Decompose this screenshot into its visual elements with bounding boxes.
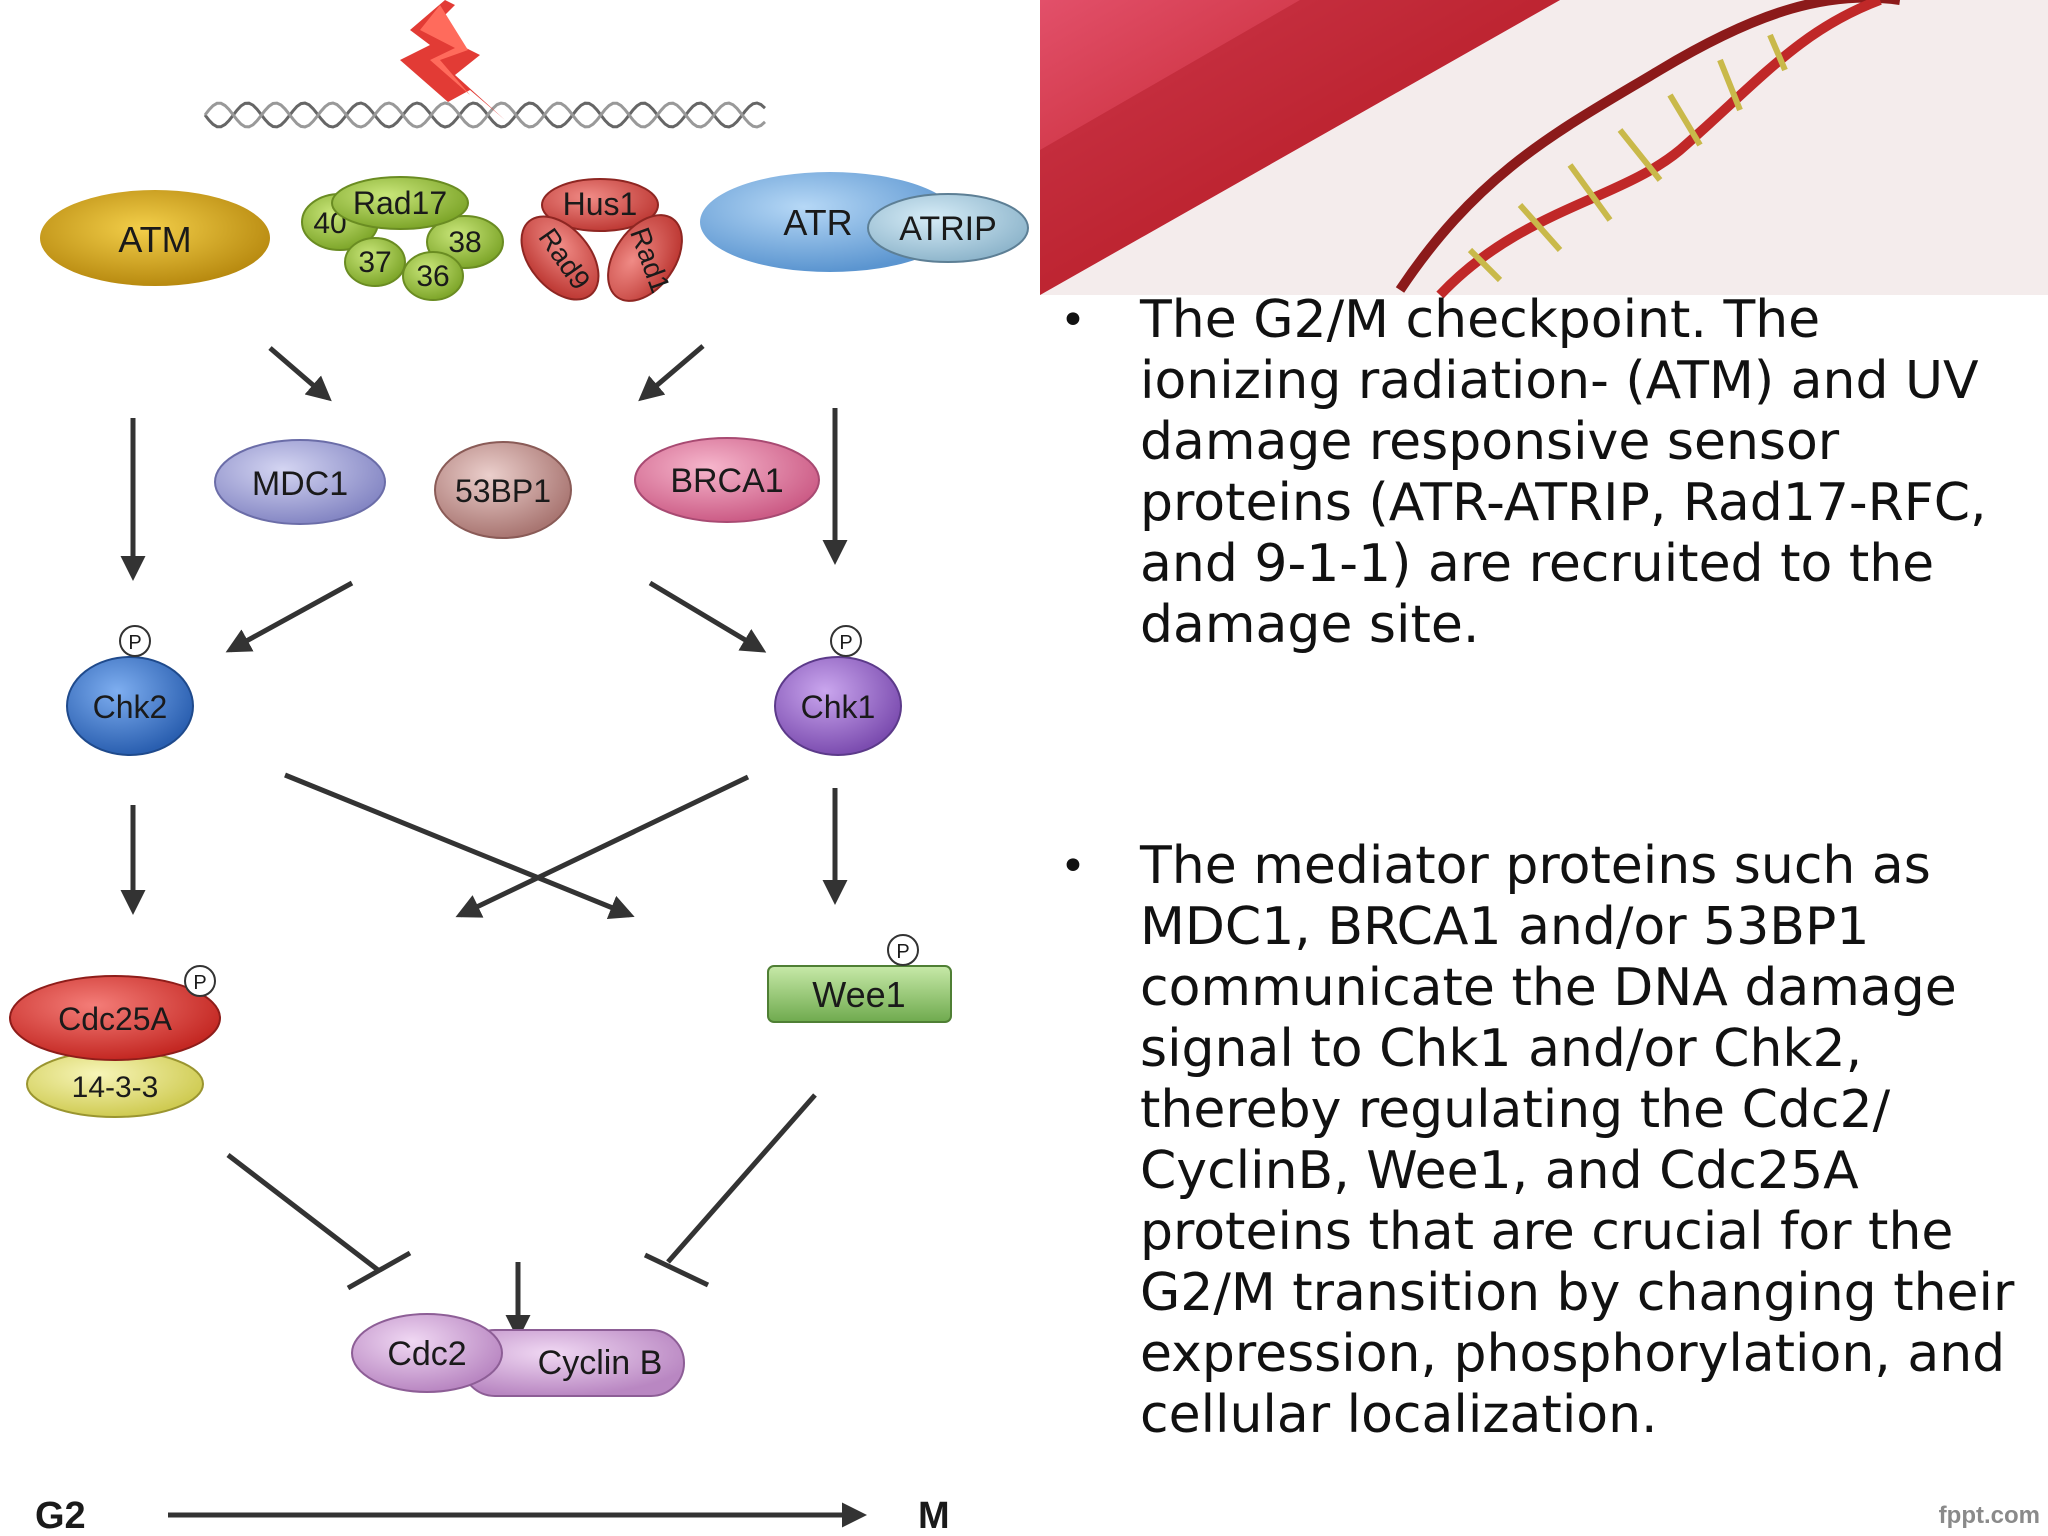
wee1-protein: Wee1 P (767, 934, 952, 1023)
rad17-label: Rad17 (353, 185, 447, 221)
bullet-item: • The mediator proteins such as MDC1, BR… (1060, 836, 2030, 1446)
dna-helix-icon (203, 101, 766, 129)
wee1-label: Wee1 (812, 974, 905, 1015)
phosphate-label: P (839, 632, 852, 654)
hus1-label: Hus1 (563, 186, 638, 222)
14-3-3-label: 14-3-3 (72, 1071, 159, 1104)
53bp1-label: 53BP1 (455, 473, 551, 509)
pathway-arrows (120, 344, 867, 1528)
m-phase-label: M (918, 1495, 950, 1536)
phosphate-label: P (896, 941, 909, 963)
atm-protein: ATM (40, 190, 270, 286)
atr-atrip-complex: ATR ATRIP (700, 172, 1029, 272)
rfc38-label: 38 (448, 226, 481, 259)
chk1-label: Chk1 (801, 689, 876, 725)
53bp1-protein: 53BP1 (434, 441, 572, 539)
mdc1-protein: MDC1 (214, 439, 386, 525)
cdc2-label: Cdc2 (387, 1335, 466, 1373)
9-1-1-complex: Hus1 Rad9 Rad1 (520, 178, 683, 302)
phosphate-icon: P (119, 625, 151, 657)
atrip-label: ATRIP (899, 210, 997, 248)
atm-label: ATM (118, 219, 191, 260)
bullet-dot: • (1060, 295, 1086, 346)
cdc2-cyclinb-complex: Cyclin B Cdc2 (351, 1313, 685, 1397)
phosphate-icon: P (887, 934, 919, 966)
brca1-protein: BRCA1 (634, 437, 820, 523)
bullet-dot: • (1060, 841, 1086, 892)
bullet-item: • The G2/M checkpoint. The ionizing radi… (1060, 290, 2030, 656)
rfc36-label: 36 (416, 260, 449, 293)
cdc25a-14-3-3-complex: 14-3-3 Cdc25A P (9, 965, 221, 1118)
cdc25a-label: Cdc25A (58, 1001, 173, 1037)
rad17-rfc-complex: 40 38 37 36 Rad17 (301, 176, 504, 301)
chk2-protein: Chk2 P (66, 625, 194, 756)
dna-double-helix-image (1040, 0, 2048, 299)
brand-watermark: fppt.com (1938, 1502, 2040, 1529)
brca1-label: BRCA1 (670, 462, 783, 500)
description-bullets: • The G2/M checkpoint. The ionizing radi… (1060, 290, 2030, 1446)
bullet-text: The mediator proteins such as MDC1, BRCA… (1140, 836, 2015, 1445)
chk1-protein: Chk1 P (774, 625, 902, 756)
atr-label: ATR (783, 202, 852, 243)
mdc1-label: MDC1 (252, 465, 348, 503)
rfc37-label: 37 (358, 246, 391, 279)
phosphate-label: P (128, 632, 141, 654)
bullet-text: The G2/M checkpoint. The ionizing radiat… (1140, 290, 1987, 655)
g2-phase-label: G2 (35, 1495, 86, 1536)
inhibition-lines (226, 1093, 817, 1291)
phosphate-icon: P (184, 965, 216, 997)
cyclinb-label: Cyclin B (538, 1344, 663, 1382)
phosphate-label: P (193, 972, 206, 994)
chk2-label: Chk2 (93, 689, 168, 725)
phosphate-icon: P (830, 625, 862, 657)
